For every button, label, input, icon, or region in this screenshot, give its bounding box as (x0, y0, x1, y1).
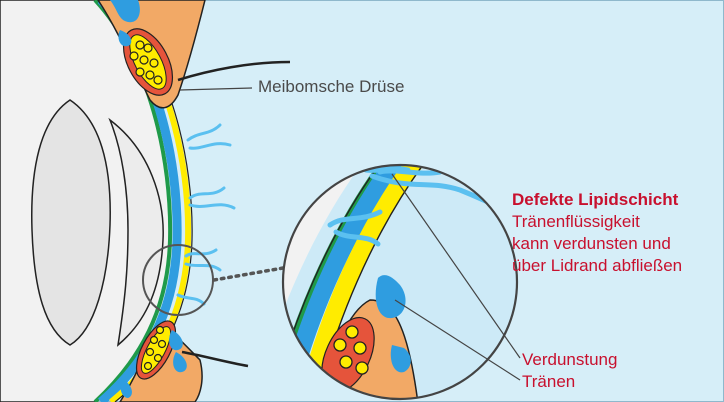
meibomian-gland-label: Meibomsche Drüse (258, 77, 404, 97)
defect-description-line-2: kann verdunsten und (512, 234, 671, 254)
defect-description-line-1: Tränenflüssigkeit (512, 212, 640, 232)
tears-label: Tränen (522, 372, 575, 392)
defect-title-label: Defekte Lipidschicht (512, 190, 678, 210)
defect-description-line-3: über Lidrand abfließen (512, 256, 682, 276)
evaporation-label: Verdunstung (522, 350, 617, 370)
